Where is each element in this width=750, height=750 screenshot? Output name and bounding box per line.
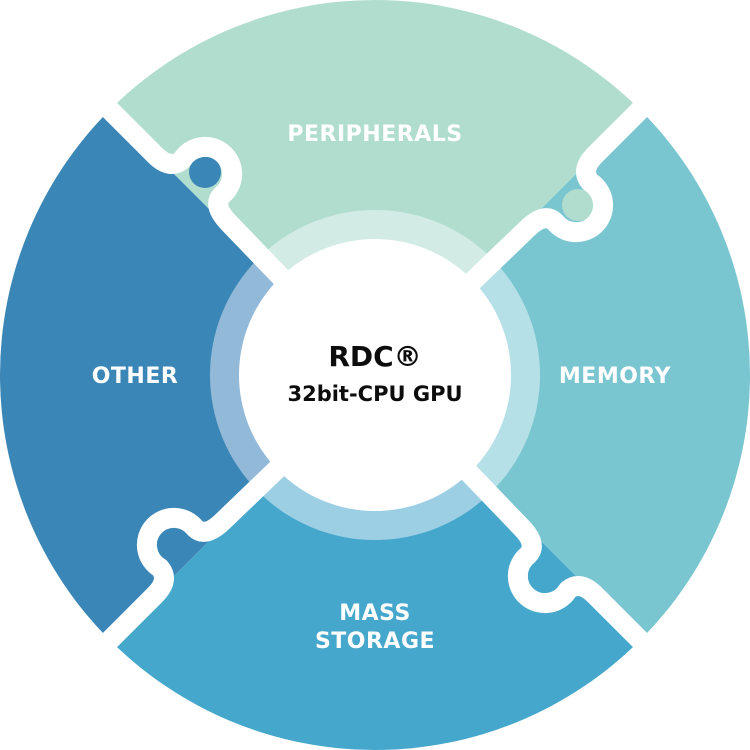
puzzle-knob-other-into-mass-storage [156, 529, 188, 561]
label-peripherals: PERIPHERALS [287, 122, 463, 147]
center-title: RDC® [328, 340, 422, 373]
label-memory: MEMORY [558, 364, 672, 389]
gap-top-right [365, 0, 750, 385]
puzzle-knob-peripherals-into-memory [562, 189, 594, 221]
label-other: OTHER [91, 364, 179, 389]
label-mass-storage: MASS STORAGE [250, 600, 500, 656]
gap-bottom-left [0, 365, 385, 750]
puzzle-knob-mass-storage-into-memory [529, 562, 561, 594]
center-circle [239, 239, 511, 511]
gap-bottom-right [365, 365, 750, 750]
puzzle-knob-other-into-peripherals [189, 156, 221, 188]
label-mass-storage-line2: STORAGE [314, 629, 436, 654]
gap-top-left [0, 0, 385, 385]
center-subtitle: 32bit-CPU GPU [287, 382, 463, 406]
label-mass-storage-line1: MASS [339, 601, 411, 626]
